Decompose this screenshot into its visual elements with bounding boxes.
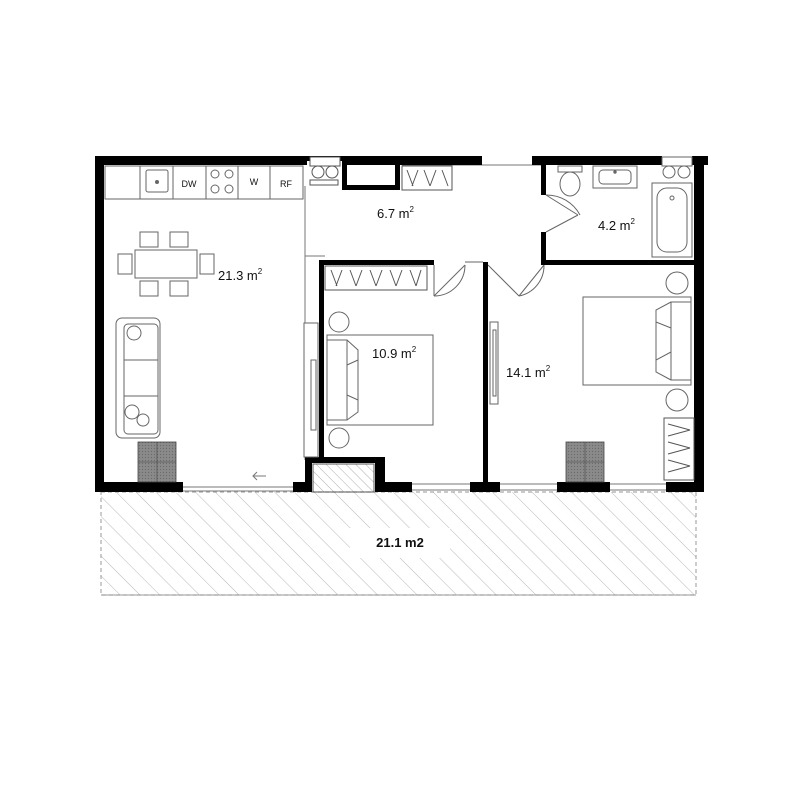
bedroom-large-area-label: 14.1 m2 — [506, 364, 551, 380]
terrace-area-label: 21.1 m2 — [376, 535, 424, 550]
bath-area-label: 4.2 m2 — [598, 217, 636, 233]
bed-large — [582, 271, 692, 412]
bedroom-large-sliding-panel — [489, 321, 499, 405]
dining-table — [117, 231, 215, 297]
kitchen — [104, 165, 304, 200]
bedroom-small-wardrobe — [324, 265, 428, 291]
living-area-label: 21.3 m2 — [218, 267, 263, 283]
bedroom-large-wardrobe — [663, 417, 695, 481]
bedroom-small-area-label: 10.9 m2 — [372, 345, 417, 361]
bathroom-fixtures — [557, 156, 693, 258]
fridge-label: RF — [280, 179, 292, 189]
hall-wardrobe — [401, 165, 453, 191]
bed-small — [326, 311, 434, 449]
sliding-door-arrow — [252, 471, 266, 481]
top-window — [309, 156, 341, 186]
walls — [95, 156, 708, 492]
washer-label: W — [250, 177, 259, 187]
sofa — [115, 317, 161, 439]
doors — [433, 194, 581, 297]
hall-area-label: 6.7 m2 — [377, 205, 415, 221]
dishwasher-label: DW — [182, 179, 197, 189]
terrace — [100, 491, 697, 596]
bedroom-small-sliding-wardrobe — [303, 322, 319, 458]
balcony-box — [312, 463, 375, 493]
structural-columns — [137, 441, 605, 483]
